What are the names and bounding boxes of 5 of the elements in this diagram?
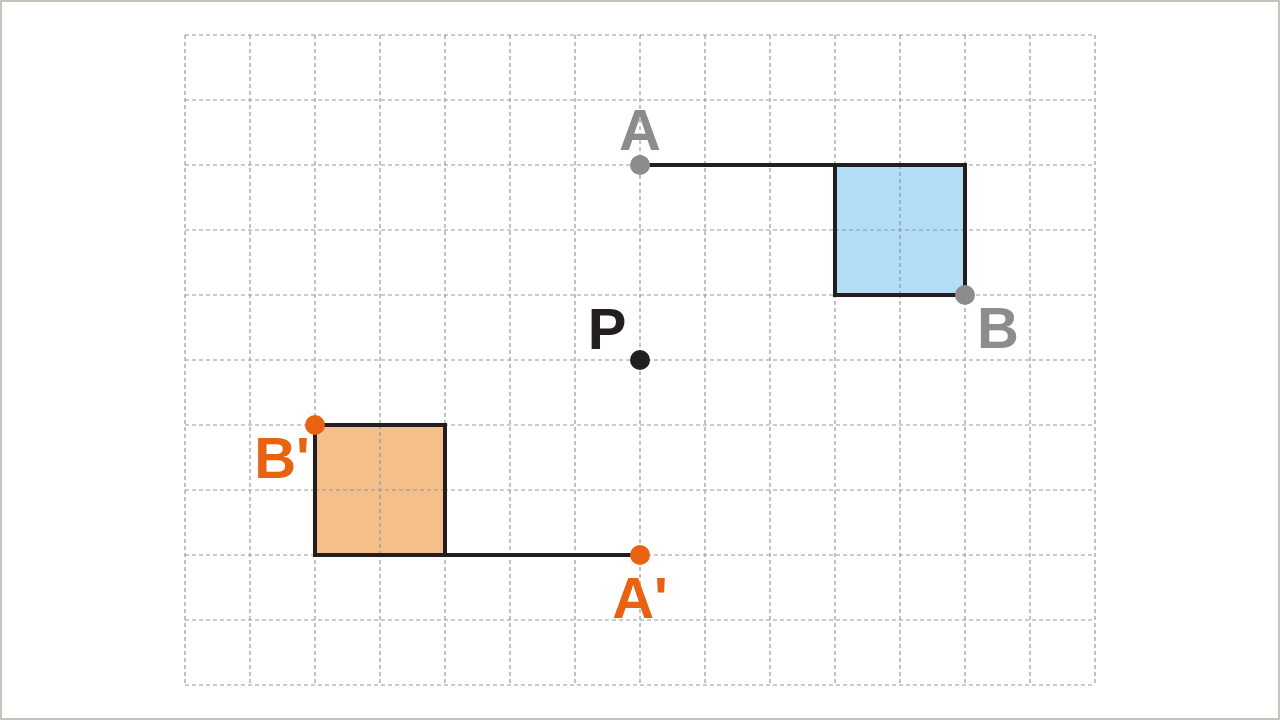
point-label: B' <box>254 429 310 487</box>
point-label: A <box>619 101 661 159</box>
point-label: P <box>587 300 627 358</box>
point-label: A' <box>612 569 668 627</box>
point-label: B <box>977 299 1019 357</box>
